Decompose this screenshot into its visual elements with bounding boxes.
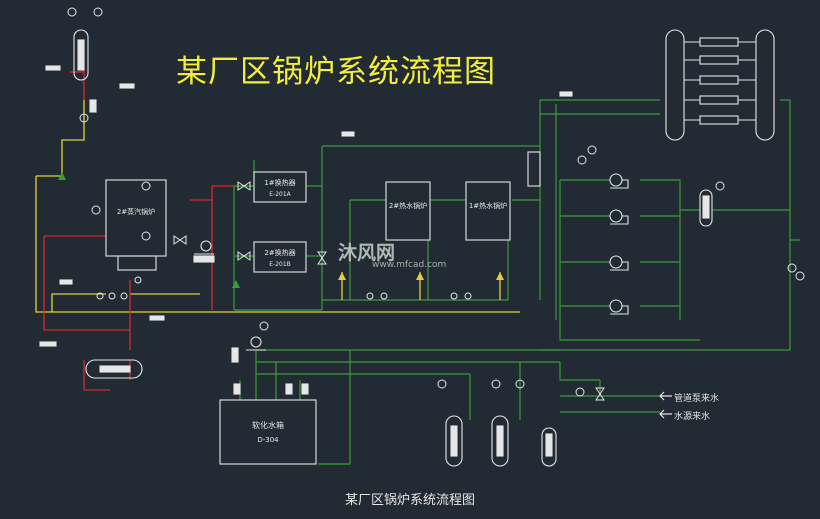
diagram-title: 某厂区锅炉系统流程图: [176, 54, 496, 90]
label-hot-water-boiler-2: 2#热水锅炉: [389, 201, 427, 210]
green-arrows: [58, 172, 240, 288]
watermark: 沐风网: [338, 242, 396, 264]
green-piping: [233, 99, 800, 465]
valves: [173, 181, 605, 401]
inlet-pipe-water-label: 管道泵来水: [674, 394, 720, 404]
inlet-source-water: 水源来水: [674, 409, 710, 422]
flow-arrows: [338, 272, 504, 280]
label-exchanger-1: 1#换热器: [264, 178, 295, 187]
watermark-url: www.mfcad.com: [372, 260, 447, 270]
gauges: [67, 7, 805, 397]
label-exchanger-2: 2#换热器: [264, 248, 295, 257]
inlet-source-water-label: 水源来水: [674, 412, 711, 422]
label-hot-water-boiler-1: 1#热水锅炉: [469, 201, 507, 210]
yellow-piping: [35, 100, 520, 313]
label-softened-water-tank: 软化水箱: [252, 420, 284, 430]
inlet-arrows: [659, 391, 672, 419]
label-steam-boiler-2: 2#蒸汽锅炉: [117, 207, 155, 216]
red-piping: [43, 66, 234, 391]
tag-exchanger-1: E-201A: [269, 191, 291, 198]
tag-softened-water-tank: D-304: [257, 436, 279, 444]
equipment-outlines: [39, 29, 775, 467]
tag-exchanger-2: E-201B: [269, 261, 291, 268]
inlet-pipe-water: 管道泵来水: [674, 391, 719, 404]
diagram-caption: 某厂区锅炉系统流程图: [344, 493, 475, 508]
